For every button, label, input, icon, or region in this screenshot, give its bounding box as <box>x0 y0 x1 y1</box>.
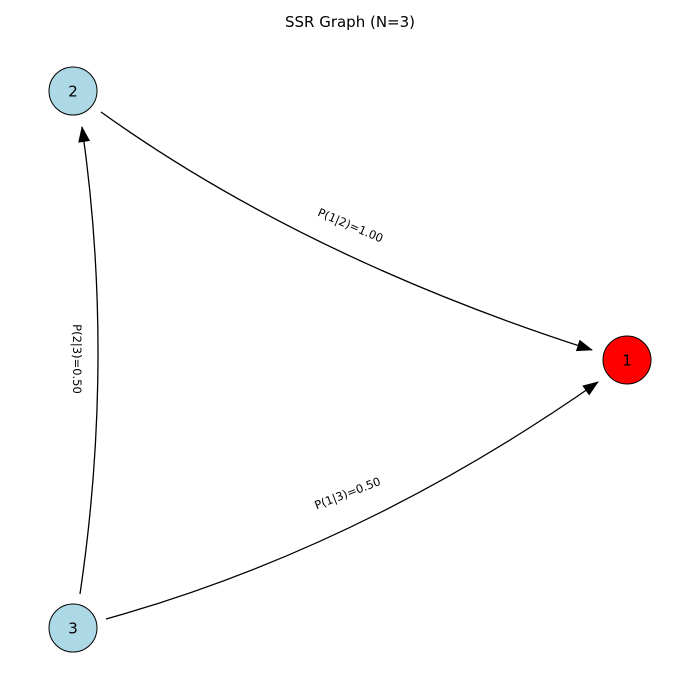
nodes-group: 1 2 3 <box>48 66 652 653</box>
edge-3-to-2: P(2|3)=0.50 <box>70 126 99 595</box>
edge-3-to-1: P(1|3)=0.50 <box>105 381 599 620</box>
node-3-circle <box>48 603 98 653</box>
edges-group: P(1|2)=1.00 P(1|3)=0.50 P(2|3)=0.50 <box>70 111 599 620</box>
node-3-label: 3 <box>68 620 78 638</box>
edge-2-to-1: P(1|2)=1.00 <box>100 111 593 352</box>
edge-3-to-2-line <box>78 126 99 595</box>
node-1: 1 <box>602 335 652 385</box>
edge-2-to-1-label: P(1|2)=1.00 <box>316 205 386 245</box>
node-2-circle <box>48 66 98 116</box>
node-1-circle <box>602 335 652 385</box>
edge-2-to-1-line <box>100 111 593 352</box>
node-1-label: 1 <box>622 352 632 370</box>
edge-3-to-1-line <box>105 381 599 620</box>
edge-3-to-2-label: P(2|3)=0.50 <box>70 324 84 394</box>
edge-3-to-1-label: P(1|3)=0.50 <box>313 474 383 512</box>
node-3: 3 <box>48 603 98 653</box>
node-2-label: 2 <box>68 83 78 101</box>
node-2: 2 <box>48 66 98 116</box>
graph-title: SSR Graph (N=3) <box>285 13 415 31</box>
